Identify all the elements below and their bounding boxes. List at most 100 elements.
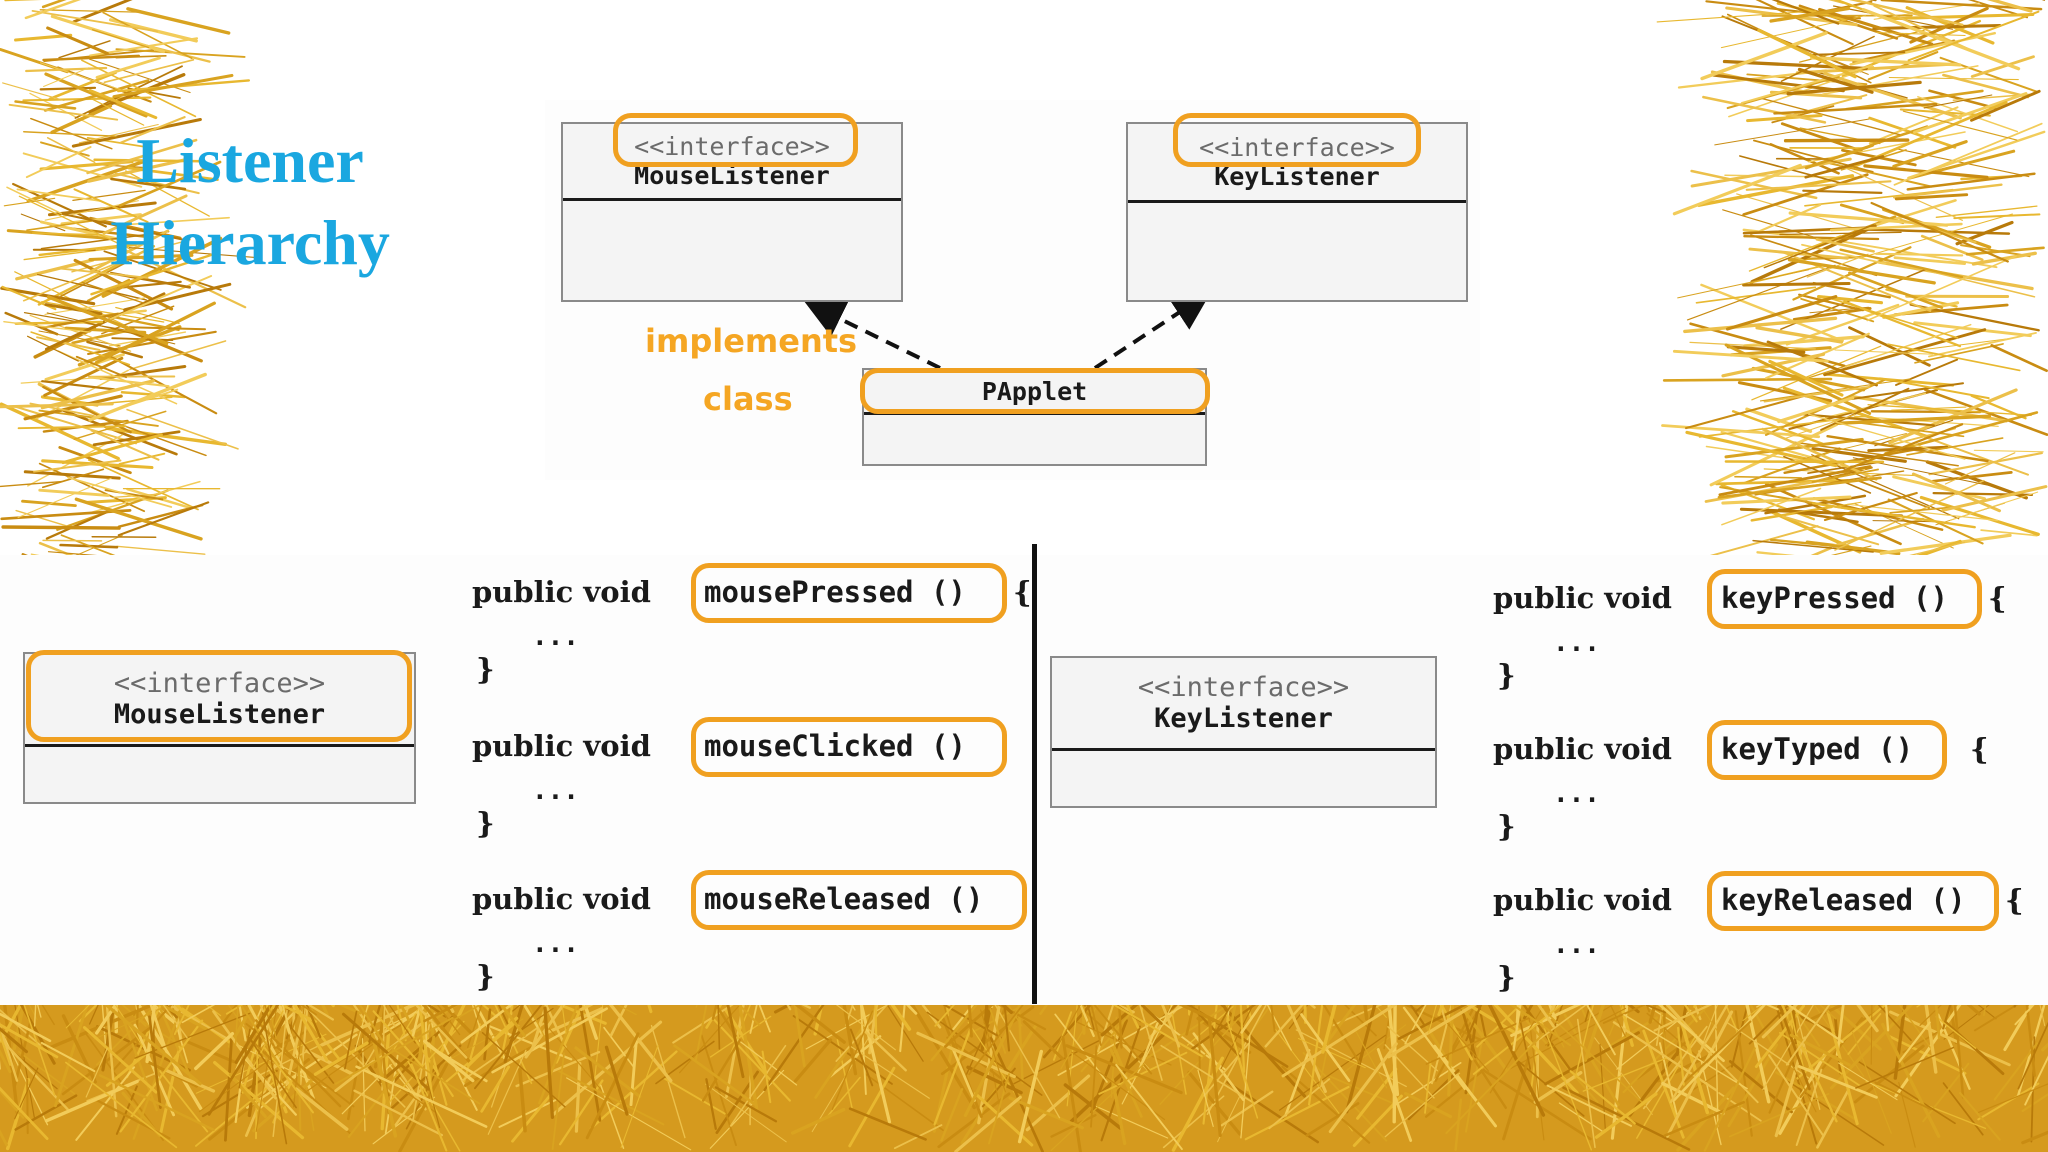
tinsel-strand [491,1007,609,1074]
tinsel-strand [1392,1001,1397,1124]
tinsel-strand [1297,1037,1366,1069]
ellipsis: ... [1553,930,1600,960]
tinsel-strand [1677,269,1810,299]
tinsel-strand [1540,1019,1593,1151]
tinsel-strand [48,71,117,101]
tinsel-strand [984,1028,1003,1120]
ellipsis: ... [1553,779,1600,809]
tinsel-strand [2014,987,2048,1026]
tinsel-strand [1977,1082,2040,1121]
tinsel-strand [1893,256,1967,265]
tinsel-strand [126,7,231,35]
tinsel-strand [1,525,121,530]
tinsel-strand [0,1086,49,1140]
tinsel-strand [1790,1061,1817,1113]
tinsel-strand [1268,1078,1331,1130]
tinsel-strand [89,229,170,273]
tinsel-strand [1679,1020,1710,1115]
tinsel-strand [1095,1105,1169,1139]
close-brace: } [476,652,495,686]
tinsel-strand [0,1012,52,1043]
tinsel-strand [1226,1018,1259,1119]
tinsel-strand [1784,414,1856,439]
tinsel-strand [2,82,65,102]
tinsel-strand [388,1044,462,1112]
tinsel-strand [729,1044,787,1127]
tinsel-strand [849,1028,874,1087]
stereotype-label: <<interface>> [113,668,326,699]
tinsel-strand [125,388,179,408]
tinsel-strand [951,1047,976,1102]
tinsel-strand [761,1050,772,1104]
close-brace: } [476,806,495,840]
tinsel-strand [1773,102,1938,115]
tinsel-strand [126,408,239,450]
tinsel-strand [105,426,228,446]
close-brace: } [1497,960,1516,994]
tinsel-strand [42,54,141,62]
tinsel-strand [38,462,146,513]
tinsel-strand [36,336,101,351]
tinsel-strand [1884,411,2039,455]
tinsel-strand [1855,1046,1955,1089]
tinsel-strand [1881,1022,1941,1138]
tinsel-strand [1502,1056,1531,1141]
tinsel-strand [104,275,213,323]
tinsel-strand [1882,301,1960,319]
tinsel-strand [705,1083,787,1143]
tinsel-strand [1872,24,2002,30]
tinsel-strand [1202,994,1219,1125]
tinsel-strand [1740,64,1873,105]
ellipsis: ... [532,776,579,806]
tinsel-strand [1895,358,1959,386]
tinsel-strand [825,1076,861,1119]
tinsel-strand [1754,1004,1806,1069]
tinsel-strand [44,303,103,316]
tinsel-strand [117,501,210,537]
title-line-1: Listener [136,125,364,196]
tinsel-strand [1931,471,2013,483]
tinsel-strand [27,335,79,362]
tinsel-strand [1728,1060,1793,1114]
tinsel-strand [1718,465,1872,497]
tinsel-strand [1815,238,1875,253]
tinsel-strand [1008,1096,1085,1130]
tinsel-strand [82,1026,158,1094]
tinsel-strand [842,1000,858,1076]
tinsel-strand [261,1011,288,1145]
stereotype-label: <<interface>> [1137,672,1350,703]
implements-label: implements [645,322,858,360]
tinsel-strand [898,983,976,1110]
tinsel-strand [1919,495,2040,536]
tinsel-strand [95,56,161,79]
tinsel-strand [1907,10,2040,62]
tinsel-strand [1812,51,1906,56]
tinsel-strand [14,1094,78,1131]
tinsel-strand [0,1031,12,1066]
tinsel-strand [0,1089,25,1119]
tinsel-strand [38,330,121,347]
tinsel-strand [25,146,92,179]
tinsel-strand [543,1006,555,1119]
class-name: PApplet [981,376,1088,406]
tinsel-strand [1661,1081,1725,1116]
tinsel-strand [37,273,147,301]
tinsel-strand [252,1079,313,1133]
tinsel-strand [1663,1100,1745,1137]
tinsel-strand [53,990,93,1108]
tinsel-strand [1582,1057,1667,1092]
highlight-ring [613,113,858,167]
tinsel-strand [1662,377,1833,382]
tinsel-strand [93,158,204,163]
tinsel-strand [1440,1015,1490,1072]
tinsel-strand [1780,122,1863,153]
tinsel-strand [417,995,435,1106]
tinsel-strand [1569,1070,1636,1125]
tinsel-strand [410,1063,448,1152]
tinsel-strand [3,321,91,333]
tinsel-strand [1879,377,1990,400]
tinsel-strand [709,1069,785,1149]
page-title: Listener Hierarchy [60,120,440,284]
tinsel-strand [0,1129,8,1147]
tinsel-strand [2017,1021,2048,1090]
